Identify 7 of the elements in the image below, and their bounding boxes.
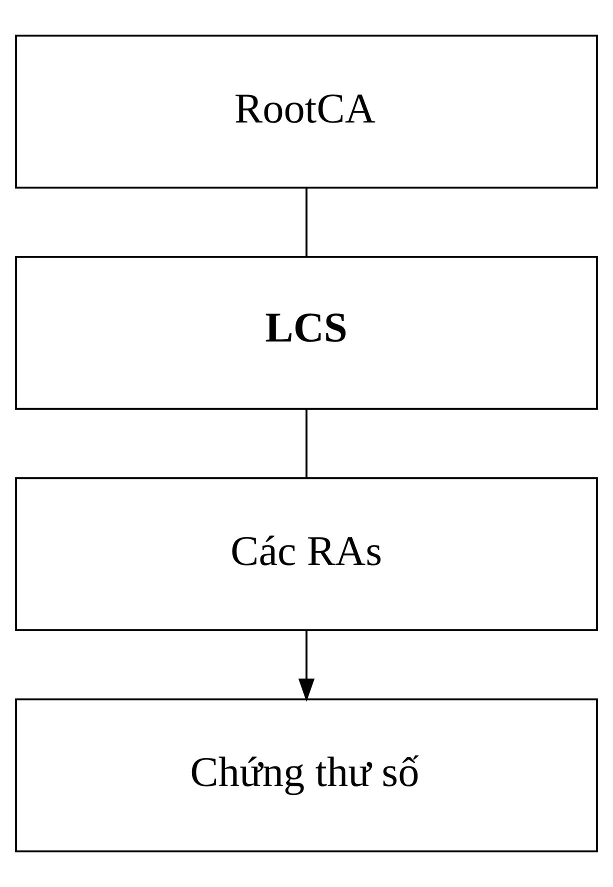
arrow — [298, 630, 315, 702]
connector — [306, 409, 308, 478]
node-box: RootCA — [15, 34, 598, 189]
node-box: Các RAs — [15, 477, 598, 632]
node-box: Chứng thư số — [15, 698, 598, 852]
connector — [306, 188, 308, 256]
node-box: LCS — [15, 256, 598, 410]
